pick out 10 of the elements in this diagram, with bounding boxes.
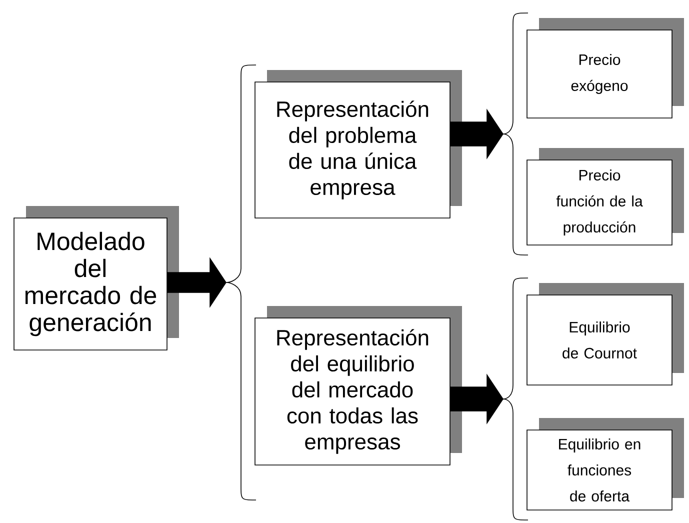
process-box: Equilibrio de Cournot <box>526 283 684 386</box>
brace-arrow <box>450 12 528 256</box>
process-box: Representación del equilibrio del mercado con todas las empresas <box>254 306 462 466</box>
process-box: Precio exógeno <box>526 18 684 118</box>
process-box: Modelado del mercado de generación <box>14 206 179 350</box>
process-box: Precio función de la producción <box>526 148 684 246</box>
process-box: Equilibrio en funciones de oferta <box>526 418 684 510</box>
brace-arrow <box>167 64 256 500</box>
brace-arrow <box>450 278 528 520</box>
process-box: Representación del problema de una única empresa <box>254 70 462 218</box>
